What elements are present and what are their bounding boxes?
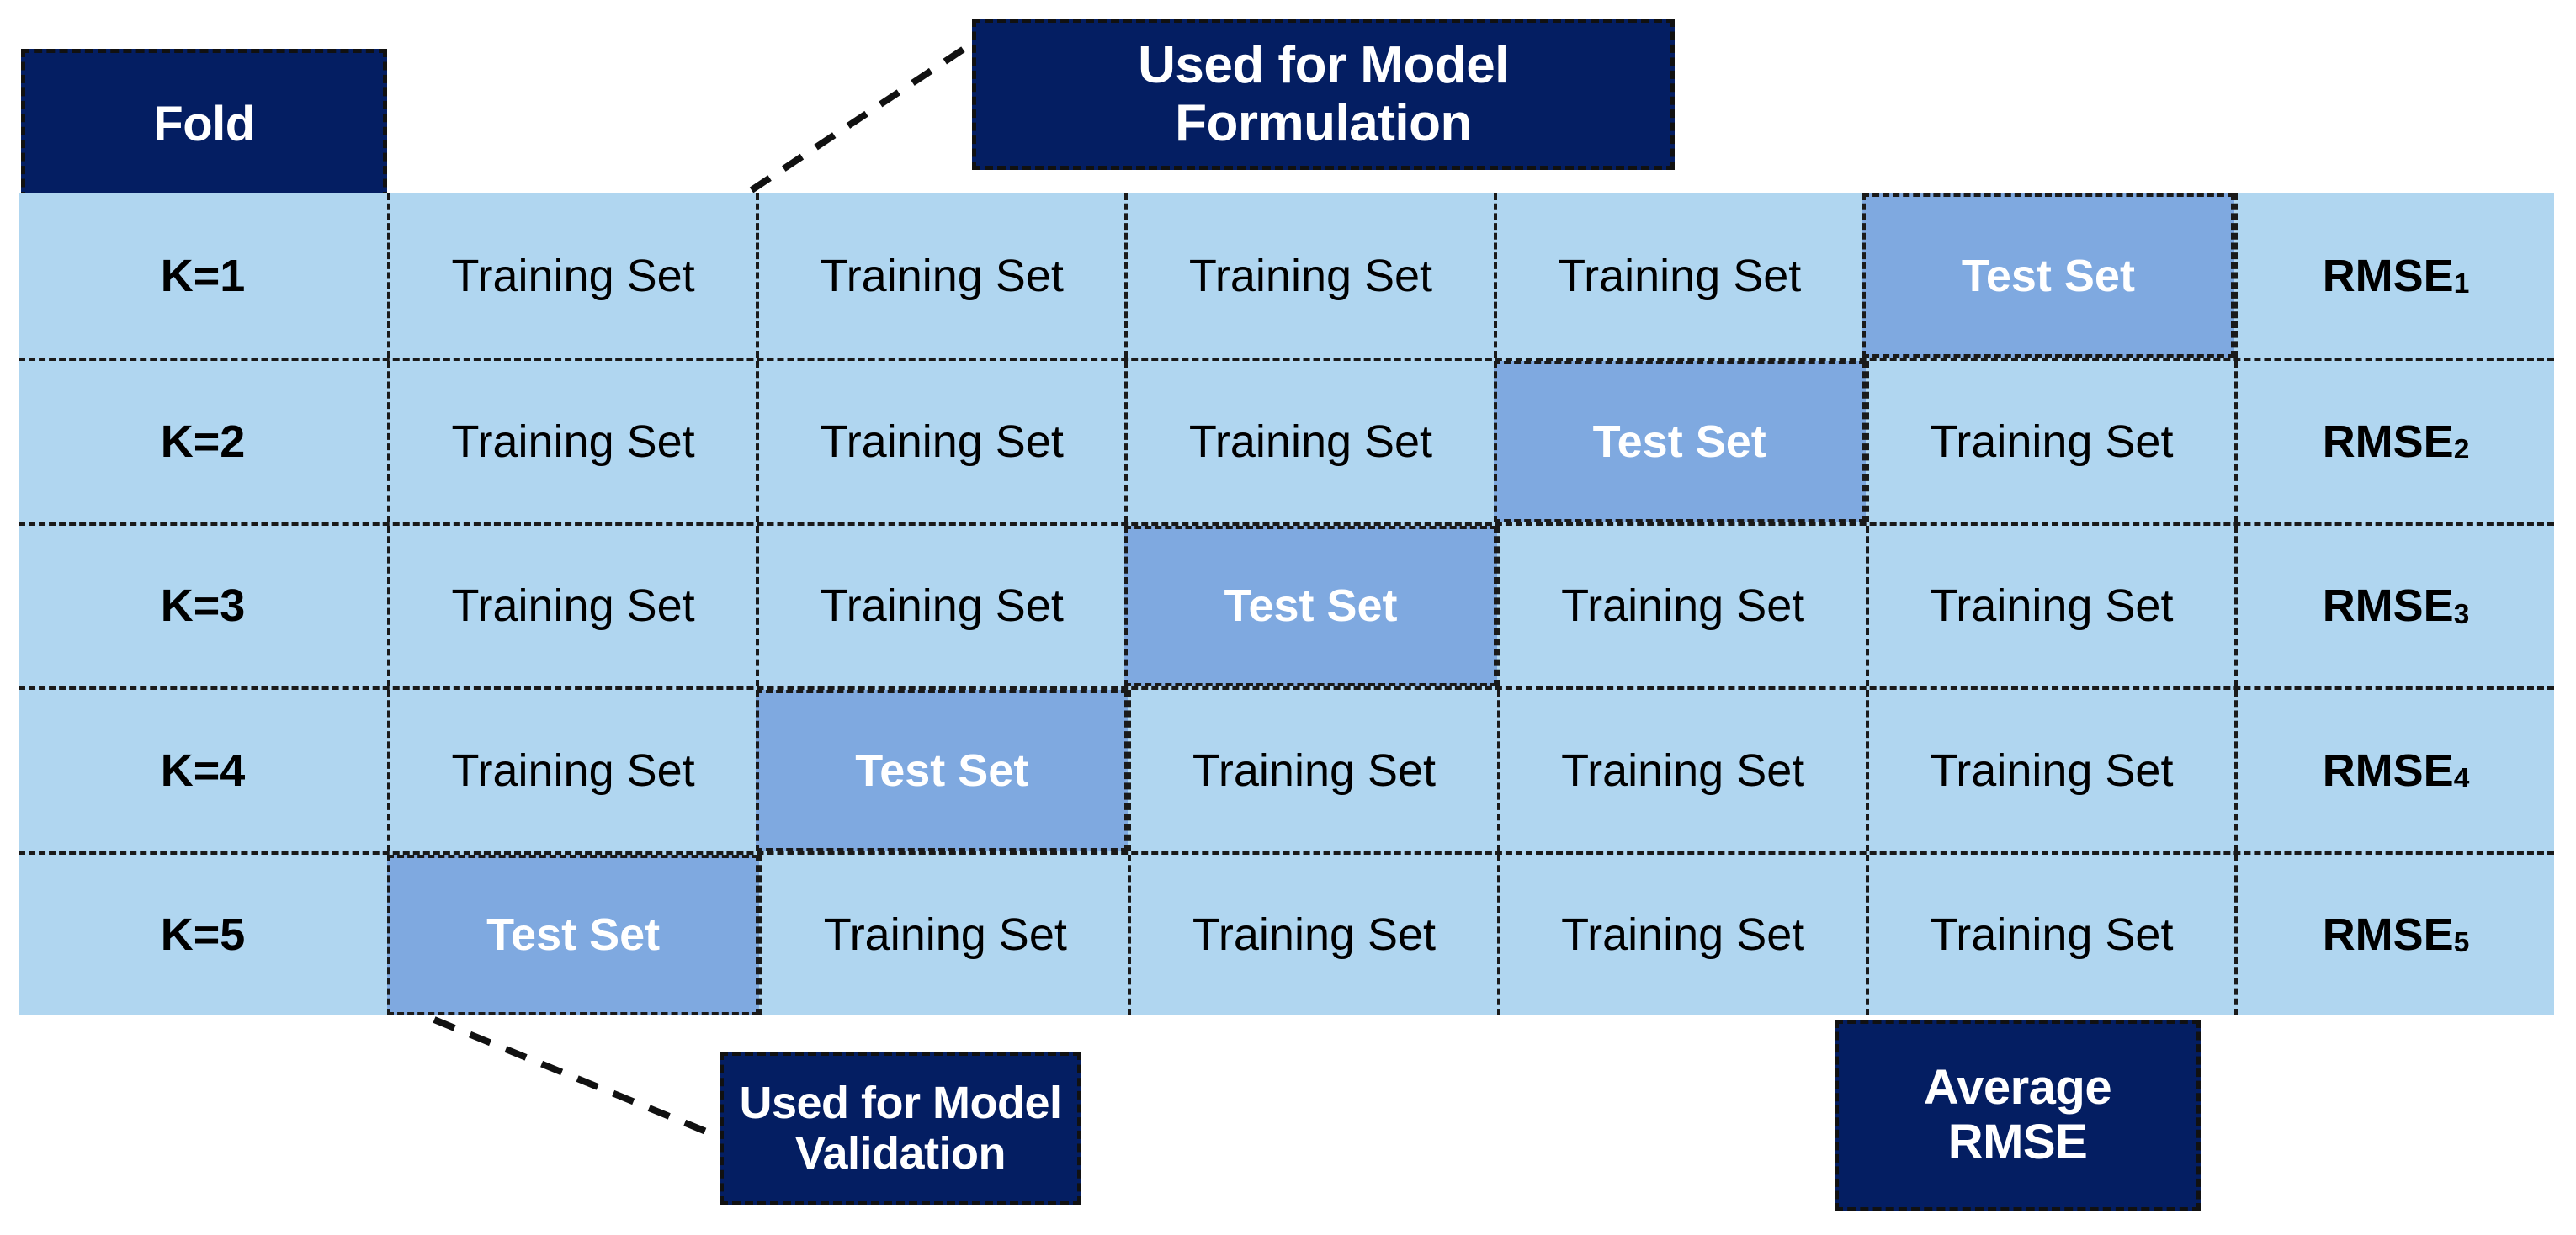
test-set-cell: Test Set [756,690,1129,851]
training-set-cell: Training Set [1496,525,1866,687]
rmse-base-label: RMSE [2322,416,2454,468]
model-formulation-callout: Used for Model Formulation [972,19,1675,170]
model-formulation-line-2: Formulation [1175,94,1472,152]
formulation-connector-line [749,43,970,193]
fold-label-cell: K=2 [160,416,246,468]
test-set-cell: Test Set [387,854,760,1015]
training-set-cell: Training Set [1128,854,1496,1015]
training-set-cell: Training Set [1865,525,2234,687]
fold-header-box: Fold [21,49,387,200]
training-set-cell: Training Set [756,361,1124,522]
training-set-cell: Training Set [1865,854,2234,1015]
average-rmse-line-1: Average [1923,1060,2112,1116]
training-set-cell: Training Set [759,854,1128,1015]
rmse-subscript: 1 [2453,268,2470,299]
model-validation-line-1: Used for Model [739,1077,1062,1128]
rmse-subscript: 5 [2453,927,2470,959]
training-set-cell: Training Set [387,525,756,687]
fold-label-cell: K=3 [160,580,246,632]
fold-header-label: Fold [153,96,255,151]
validation-connector-line [433,1016,722,1141]
model-validation-callout: Used for Model Validation [720,1052,1081,1205]
fold-label-cell: K=1 [160,250,246,301]
training-set-cell: Training Set [387,361,756,522]
fold-label-cell: K=5 [160,909,246,961]
rmse-base-label: RMSE [2322,250,2454,301]
model-validation-line-2: Validation [794,1128,1006,1179]
test-set-cell: Test Set [1124,525,1497,687]
training-set-cell: Training Set [756,193,1124,358]
fold-label-cell: K=4 [160,745,246,796]
training-set-cell: Training Set [1493,193,1862,358]
training-set-cell: Training Set [756,525,1124,687]
average-rmse-callout: Average RMSE [1835,1020,2201,1211]
training-set-cell: Training Set [1865,361,2234,522]
training-set-cell: Training Set [1124,193,1493,358]
test-set-cell: Test Set [1493,361,1866,522]
model-formulation-label: Used for Model Formulation [1138,36,1509,153]
training-set-cell: Training Set [1496,690,1866,851]
training-set-cell: Training Set [1865,690,2234,851]
average-rmse-line-2: RMSE [1947,1115,2088,1169]
model-formulation-line-1: Used for Model [1138,35,1509,94]
rmse-subscript: 2 [2453,434,2470,466]
rmse-base-label: RMSE [2322,580,2454,632]
training-set-cell: Training Set [1496,854,1866,1015]
rmse-subscript: 4 [2453,762,2470,794]
training-set-cell: Training Set [1124,361,1493,522]
training-set-cell: Training Set [387,193,756,358]
training-set-cell: Training Set [387,690,756,851]
average-rmse-label: Average RMSE [1923,1060,2112,1170]
rmse-subscript: 3 [2453,598,2470,630]
rmse-base-label: RMSE [2322,909,2454,961]
model-validation-label: Used for Model Validation [739,1077,1062,1179]
training-set-cell: Training Set [1128,690,1496,851]
test-set-cell: Test Set [1862,193,2235,358]
rmse-base-label: RMSE [2322,745,2454,796]
